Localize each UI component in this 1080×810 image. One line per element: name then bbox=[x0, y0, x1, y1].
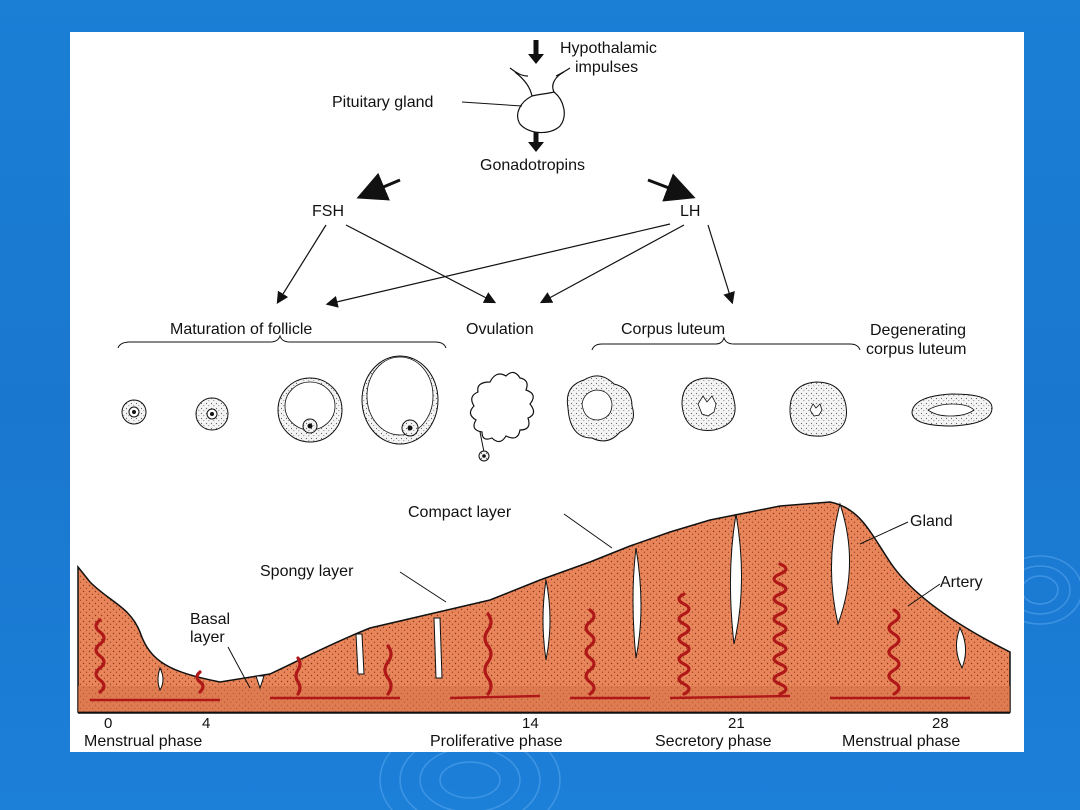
hormone-target-arrows bbox=[276, 223, 735, 308]
follicle-stage-2 bbox=[195, 397, 229, 431]
ovulation-follicle bbox=[469, 371, 535, 462]
impulses-label: impulses bbox=[575, 59, 638, 76]
uterine-gland-gaps bbox=[157, 502, 966, 692]
fsh-arrow bbox=[356, 172, 401, 201]
corpus-luteum-3 bbox=[789, 381, 847, 437]
corpus-luteum-1 bbox=[566, 375, 634, 442]
day-0-label: 0 bbox=[104, 715, 112, 732]
pituitary-gland-icon bbox=[509, 67, 571, 134]
day-21-label: 21 bbox=[728, 715, 745, 732]
hypothalamic-label: Hypothalamic bbox=[560, 40, 657, 57]
compact-layer-label: Compact layer bbox=[408, 504, 512, 521]
phase-label-menstrual-start: Menstrual phase bbox=[84, 733, 202, 750]
gland-label: Gland bbox=[910, 513, 953, 530]
phase-label-secretory: Secretory phase bbox=[655, 733, 772, 750]
basal-arteries bbox=[90, 694, 970, 702]
phase-label-proliferative: Proliferative phase bbox=[430, 733, 563, 750]
spongy-leader bbox=[399, 571, 447, 603]
degenerating-label-1: Degenerating bbox=[870, 322, 966, 339]
follicle-stage-1 bbox=[121, 399, 147, 425]
hypothalamus-arrowhead bbox=[528, 54, 544, 64]
spiral-arteries bbox=[94, 562, 901, 696]
gland-leader bbox=[859, 521, 909, 545]
artery-leader bbox=[907, 583, 941, 607]
corpus-luteum-label: Corpus luteum bbox=[621, 321, 725, 338]
corpus-luteum-2 bbox=[681, 377, 736, 431]
day-14-label: 14 bbox=[522, 715, 539, 732]
pituitary-label: Pituitary gland bbox=[332, 94, 433, 111]
degenerating-corpus-luteum bbox=[911, 393, 993, 427]
maturation-label: Maturation of follicle bbox=[170, 321, 312, 338]
gonadotropins-label: Gonadotropins bbox=[480, 157, 585, 174]
endometrium-section bbox=[77, 501, 1011, 713]
day-28-label: 28 bbox=[932, 715, 949, 732]
gonadotropin-arrowhead bbox=[528, 142, 544, 152]
follicle-stage-4 bbox=[361, 355, 439, 445]
compact-leader bbox=[563, 513, 613, 549]
phase-label-menstrual-end: Menstrual phase bbox=[842, 733, 960, 750]
lh-arrow bbox=[647, 173, 696, 202]
pituitary-leader bbox=[461, 101, 523, 107]
day-4-label: 4 bbox=[202, 715, 210, 732]
basal-layer-label-2: layer bbox=[190, 629, 225, 646]
artery-label: Artery bbox=[940, 574, 983, 591]
fsh-label: FSH bbox=[312, 203, 344, 220]
lh-label: LH bbox=[680, 203, 700, 220]
diagram-panel: Hypothalamic impulses Pituitary gland Go… bbox=[70, 32, 1024, 752]
basal-layer-label-1: Basal bbox=[190, 611, 230, 628]
follicle-stage-3 bbox=[277, 377, 343, 443]
ovulation-label: Ovulation bbox=[466, 321, 534, 338]
stage-brackets bbox=[117, 334, 861, 351]
spongy-layer-label: Spongy layer bbox=[260, 563, 354, 580]
menstrual-cycle-diagram: Hypothalamic impulses Pituitary gland Go… bbox=[77, 40, 1011, 750]
basal-leader bbox=[227, 646, 251, 689]
degenerating-label-2: corpus luteum bbox=[866, 341, 967, 358]
